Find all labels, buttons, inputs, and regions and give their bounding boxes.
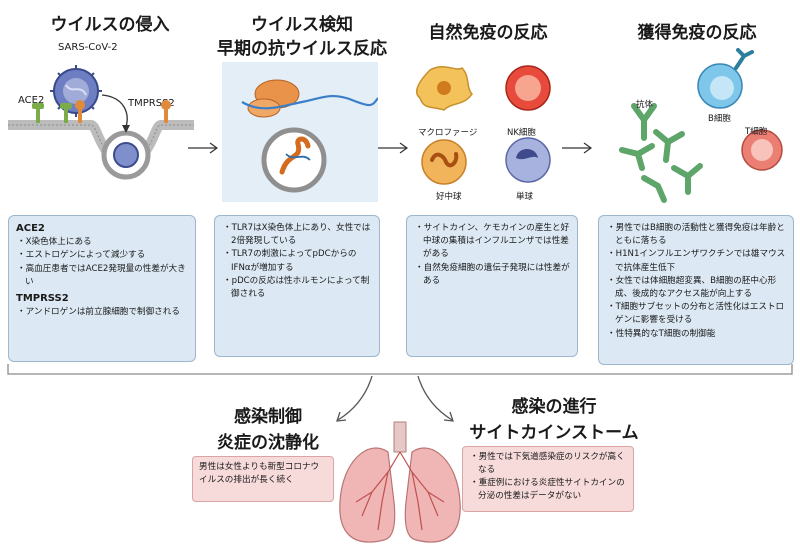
ace2-fact-1: X染色体上にある: [16, 236, 188, 249]
ace2-heading: ACE2: [16, 223, 45, 234]
b-cell-label: B細胞: [708, 114, 731, 124]
entry-title: ウイルスの侵入: [50, 15, 170, 35]
membrane-texture: [8, 124, 194, 168]
innate-fact-1: サイトカイン、ケモカインの産生と好中球の集積はインフルエンザでは性差がある: [414, 222, 570, 262]
progress-fact-2: 重症例における炎症性サイトカインの分泌の性差はデータがない: [469, 477, 627, 503]
antibody-label: 抗体: [636, 100, 654, 110]
virus-label: SARS-CoV-2: [58, 42, 118, 53]
t-cell-nucleus: [751, 139, 773, 161]
trachea: [393, 421, 407, 453]
sensing-fact-1: TLR7はX染色体上にあり、女性では2倍発現している: [222, 222, 372, 248]
internalized-virus: [113, 142, 139, 168]
arrow-to-progress: [417, 375, 453, 421]
control-title-1: 感染制御: [234, 407, 302, 427]
innate-cells-illustration: [416, 65, 551, 185]
innate-info-box: サイトカイン、ケモカインの産生と好中球の集積はインフルエンザでは性差がある 自然…: [406, 215, 578, 357]
ace2-fact-2: エストロゲンによって減少する: [16, 249, 188, 262]
macrophage-label: マクロファージ: [418, 128, 478, 138]
nk-cell-nucleus: [515, 75, 541, 101]
monocyte-label: 単球: [516, 192, 534, 202]
sensing-fact-2: TLR7の刺激によってpDCからのIFNαが増加する: [222, 248, 372, 274]
progress-title-2: サイトカインストーム: [469, 423, 639, 443]
flow-arrow-2: [378, 142, 409, 154]
flow-arrow-1: [188, 142, 219, 154]
ace2-label: ACE2: [18, 95, 45, 106]
tmprss2-fact-1: アンドロゲンは前立腺細胞で制御される: [16, 306, 188, 319]
tmprss2-heading: TMPRSS2: [16, 293, 69, 305]
b-cell-nucleus: [710, 76, 734, 100]
lungs-illustration: [339, 421, 461, 543]
tmprss2-label: TMPRSS2: [128, 98, 175, 109]
monocyte-nucleus: [516, 149, 538, 160]
virus-entry-illustration: [8, 65, 194, 180]
antibodies: [619, 103, 703, 203]
sars-cov-2-virion: [50, 65, 102, 117]
monocyte-cell: [505, 137, 551, 183]
b-cell-receptor: [734, 48, 754, 70]
innate-title: 自然免疫の反応: [428, 23, 548, 43]
cell-membrane: [8, 120, 194, 173]
tlr7-sensing-illustration: [222, 62, 378, 202]
ace2-fact-3: 高血圧患者ではACE2発現量の性差が大きい: [16, 263, 188, 289]
control-title-2: 炎症の沈静化: [217, 433, 319, 453]
acquired-fact-4: T細胞サブセットの分布と活性化はエストロゲンに影響を受ける: [606, 301, 786, 327]
bracket-line: [7, 364, 793, 375]
sensing-info-box: TLR7はX染色体上にあり、女性では2倍発現している TLR7の刺激によってpD…: [214, 215, 380, 357]
rna-fragment: [285, 153, 311, 161]
progress-fact-1: 男性では下気道感染症のリスクが高くなる: [469, 451, 627, 477]
entry-info-box: ACE2 X染色体上にある エストロゲンによって減少する 高血圧患者ではACE2…: [8, 215, 196, 362]
sensing-title-1: ウイルス検知: [251, 15, 353, 35]
sensing-title-2: 早期の抗ウイルス反応: [217, 39, 387, 59]
acquired-fact-2: H1N1インフルエンザワクチンでは雄マウスで抗体産生低下: [606, 248, 786, 274]
acquired-info-box: 男性ではB細胞の活動性と獲得免疫は年齢とともに落ちる H1N1インフルエンザワク…: [598, 215, 794, 365]
arrow-to-control: [337, 375, 373, 421]
viral-rna-strand: [241, 94, 378, 110]
ace2-receptor: [32, 103, 72, 123]
innate-fact-2: 自然免疫細胞の遺伝子発現には性差がある: [414, 262, 570, 288]
arrow-to-progress-head: [443, 411, 454, 422]
acquired-fact-3: 女性では体細胞超変異、B細胞の胚中心形成、後成的なアクセス能が向上する: [606, 275, 786, 301]
tlr7-receptor: [279, 136, 311, 175]
nk-cell-label: NK細胞: [507, 128, 536, 138]
entry-arrow-head: [122, 125, 130, 133]
endosome-tlr7: [261, 127, 327, 193]
t-cell-label: T細胞: [745, 127, 768, 137]
progress-info-box: 男性では下気道感染症のリスクが高くなる 重症例における炎症性サイトカインの分泌の…: [462, 446, 634, 512]
flow-arrow-3: [562, 142, 593, 154]
neutrophil-label: 好中球: [436, 192, 462, 202]
acquired-fact-1: 男性ではB細胞の活動性と獲得免疫は年齢とともに落ちる: [606, 222, 786, 248]
progress-title-1: 感染の進行: [511, 397, 597, 417]
acquired-fact-5: 性特異的なT細胞の制御能: [606, 328, 786, 341]
acquired-cells-illustration: [619, 48, 783, 203]
tmprss2-protease: [75, 100, 171, 123]
acquired-title: 獲得免疫の反応: [637, 23, 757, 43]
outcome-bracket: [7, 364, 793, 422]
bronchial-tree: [355, 451, 445, 531]
control-info-box: 男性は女性よりも新型コロナウイルスの排出が長く続く: [192, 456, 334, 502]
macrophage-nucleus: [437, 81, 451, 95]
entry-arrow: [101, 94, 128, 128]
arrow-to-control-head: [336, 411, 347, 422]
neutrophil-nucleus: [430, 152, 459, 168]
sensing-fact-3: pDCの反応は性ホルモンによって制御される: [222, 275, 372, 301]
